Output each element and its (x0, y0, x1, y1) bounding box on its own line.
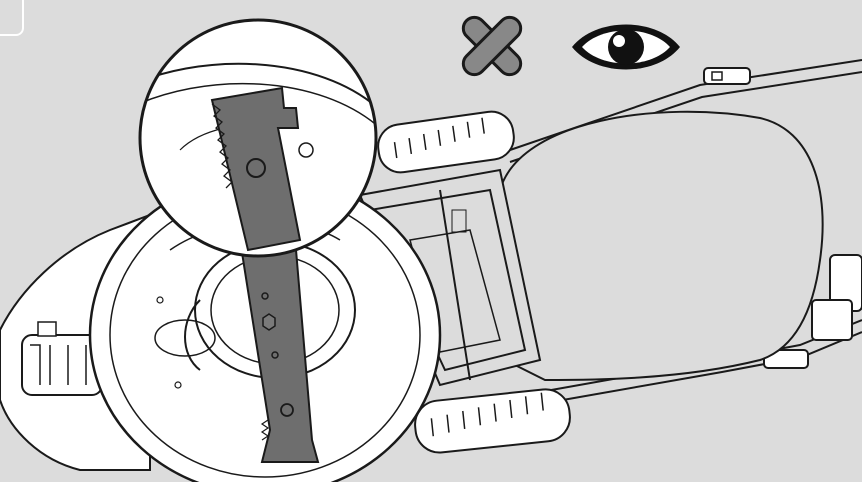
magnified-blade (210, 86, 302, 252)
rear-wheel-top (377, 110, 515, 174)
blade-center-bolt (262, 313, 276, 331)
grass-bag (498, 110, 824, 382)
rear-wheel-bottom (414, 388, 571, 454)
eye-icon (572, 24, 680, 70)
handle-clamp-bottom (763, 254, 862, 369)
magnifier-detail (138, 18, 378, 258)
handle-clamp-top (703, 67, 751, 85)
prohibited-x-icon (461, 15, 523, 77)
corner-tab (0, 0, 24, 36)
